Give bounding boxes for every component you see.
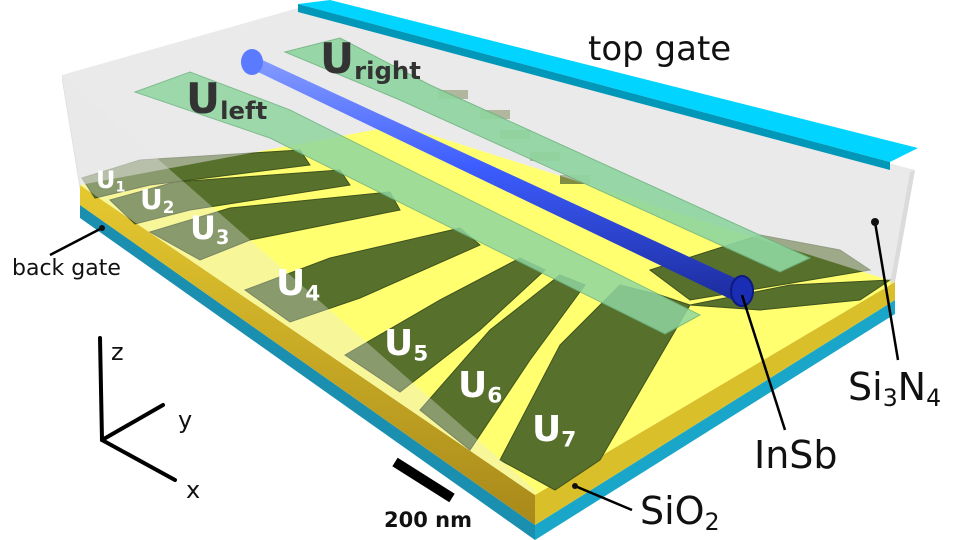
top-gate-bar xyxy=(298,0,918,162)
scale-bar-label: 200 nm xyxy=(384,508,472,532)
u-right-label: Uright xyxy=(320,38,421,83)
axis-x-label: x xyxy=(186,476,201,504)
top-gate-label: top gate xyxy=(588,29,732,69)
sio2-sio: SiO xyxy=(640,489,705,533)
gate-u5-base: U xyxy=(384,323,414,364)
substrate-front xyxy=(80,205,535,540)
si3n4-front-face xyxy=(62,75,535,495)
si3n4-left-face xyxy=(62,75,80,190)
top-gate-bar-edge xyxy=(298,4,890,170)
finger-gate-u7 xyxy=(499,284,691,491)
back-gate-label: back gate xyxy=(12,256,121,281)
coordinate-axes xyxy=(98,336,177,482)
gate-u4-sub: 4 xyxy=(305,281,321,307)
pointer-back-gate xyxy=(49,226,103,257)
gate-u2-label: U2 xyxy=(140,186,174,216)
finger-gate-u4 xyxy=(243,227,481,323)
gate-u6-base: U xyxy=(458,365,488,406)
gate-u1-label: U1 xyxy=(96,168,126,195)
u-left-base: U xyxy=(186,74,221,123)
finger-gate-u3 xyxy=(148,191,401,261)
gate-u1-base: U xyxy=(96,166,116,194)
pointer-si3n4-dot xyxy=(871,218,879,226)
nanowire-end-front xyxy=(730,275,754,307)
si3n4-label: Si3N4 xyxy=(848,368,941,410)
si3n4-right-face xyxy=(890,170,915,285)
gate-u4-base: U xyxy=(276,263,306,304)
gate-u7-label: U7 xyxy=(532,412,576,451)
axis-z xyxy=(98,336,104,442)
gate-u5-label: U5 xyxy=(384,326,428,365)
scale-bar xyxy=(392,457,455,503)
nanowire-body xyxy=(245,52,745,306)
u-right-sub: right xyxy=(354,56,421,86)
insb-label: InSb xyxy=(754,433,838,477)
nanowire-end-back xyxy=(241,49,263,75)
gate-u7-base: U xyxy=(532,409,562,450)
gate-u3-base: U xyxy=(190,209,216,247)
gate-u5-sub: 5 xyxy=(413,341,429,367)
axis-y-label: y xyxy=(178,406,193,434)
u-right-base: U xyxy=(320,34,355,83)
pointer-si3n4 xyxy=(873,221,900,361)
gate-u2-base: U xyxy=(140,183,163,216)
gate-u6-sub: 6 xyxy=(487,383,503,409)
substrate-right xyxy=(535,300,895,540)
axis-x xyxy=(100,438,177,482)
strip-u-right xyxy=(283,37,812,273)
si3n4-sub-3: 3 xyxy=(882,383,898,412)
axis-z-label: z xyxy=(111,338,124,366)
axis-y xyxy=(100,403,165,442)
u-left-label: Uleft xyxy=(186,78,267,123)
gate-u3-label: U3 xyxy=(190,212,229,247)
pointer-sio2 xyxy=(574,484,633,512)
si3n4-si: Si xyxy=(848,365,883,409)
sio2-right xyxy=(535,282,895,525)
sio2-label: SiO2 xyxy=(640,492,720,534)
pointer-insb xyxy=(740,294,787,431)
si3n4-sub-4: 4 xyxy=(926,383,942,412)
finger-gate-u2 xyxy=(109,169,351,225)
gate-u7-sub: 7 xyxy=(561,427,577,453)
gate-u4-label: U4 xyxy=(276,266,320,305)
insb-nanowire xyxy=(241,49,754,307)
gate-u3-sub: 3 xyxy=(215,225,230,249)
strip-u-left xyxy=(133,71,702,335)
gate-u6-label: U6 xyxy=(458,368,502,407)
si3n4-n: N xyxy=(897,365,927,409)
pointer-back-gate-dot xyxy=(99,225,105,231)
u-left-sub: left xyxy=(220,96,268,126)
sio2-front xyxy=(80,185,535,525)
gate-u2-sub: 2 xyxy=(162,197,175,218)
pointer-sio2-dot xyxy=(572,483,578,489)
gate-u1-sub: 1 xyxy=(115,179,126,196)
sio2-sub-2: 2 xyxy=(704,507,720,536)
